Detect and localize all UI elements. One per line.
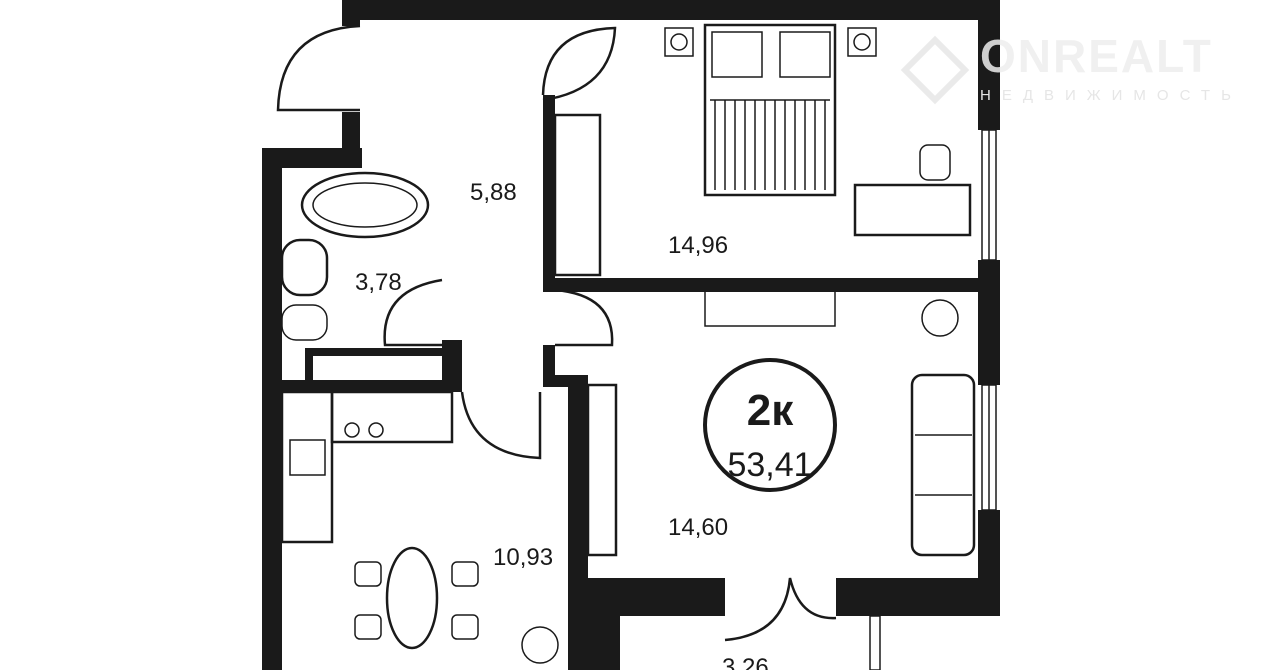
watermark-brand: ONREALT bbox=[980, 30, 1213, 82]
living-furniture bbox=[586, 299, 976, 557]
total-area: 53,41 bbox=[727, 446, 812, 484]
bedroom-furniture bbox=[553, 23, 972, 327]
apartment-type: 2к bbox=[747, 386, 794, 435]
bathroom-area: 3,78 bbox=[355, 269, 402, 296]
balcony-area: 3,26 bbox=[722, 654, 769, 670]
living-room-area: 14,60 bbox=[668, 514, 728, 541]
watermark-subtitle: НЕДВИЖИМОСТЬ bbox=[980, 87, 1242, 104]
windows bbox=[869, 129, 997, 670]
watermark: ONREALT НЕДВИЖИМОСТЬ bbox=[900, 30, 1242, 105]
bedroom-area: 14,96 bbox=[668, 232, 728, 259]
bathroom-fixtures bbox=[280, 171, 430, 341]
walls bbox=[262, 0, 1000, 670]
doors bbox=[276, 24, 837, 642]
corridor-area: 5,88 bbox=[470, 179, 517, 206]
kitchen-furniture bbox=[280, 390, 559, 664]
kitchen-area: 10,93 bbox=[493, 544, 553, 571]
watermark-logo-icon bbox=[900, 35, 970, 105]
apartment-badge: 2к 53,41 bbox=[703, 358, 837, 492]
